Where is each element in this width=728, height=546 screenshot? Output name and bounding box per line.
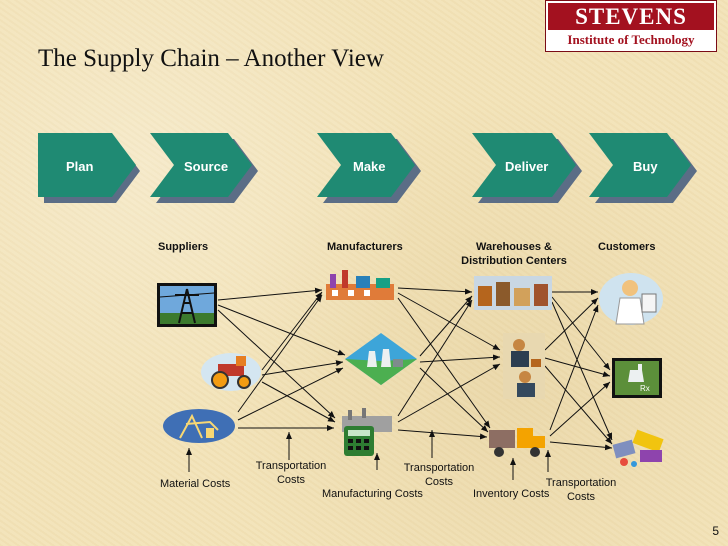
transportation-costs-3-line1: Transportation <box>538 476 624 490</box>
transportation-costs-1-line2: Costs <box>248 473 334 487</box>
pills-icon <box>612 428 670 468</box>
page-number: 5 <box>712 524 719 538</box>
svg-text:Rx: Rx <box>640 384 650 393</box>
warehouse-icon <box>474 276 552 310</box>
calculator-icon <box>336 408 398 456</box>
transportation-costs-2-line2: Costs <box>396 475 482 489</box>
pharmacy-icon: Rx <box>612 358 662 398</box>
transportation-costs-2-label: Transportation Costs <box>396 461 482 489</box>
factory-icon <box>322 268 398 302</box>
material-costs-label: Material Costs <box>160 477 230 491</box>
manufacturing-costs-label: Manufacturing Costs <box>322 487 423 501</box>
transportation-costs-1-label: Transportation Costs <box>248 459 334 487</box>
transportation-costs-3-line2: Costs <box>538 490 624 504</box>
power-tower-icon <box>157 283 217 327</box>
power-plant-icon <box>345 333 417 385</box>
truck-icon <box>487 424 549 458</box>
doctor-icon <box>598 272 664 326</box>
oil-pump-icon <box>162 408 236 444</box>
transportation-costs-3-label: Transportation Costs <box>538 476 624 504</box>
workers-icon <box>503 333 545 399</box>
transportation-costs-1-line1: Transportation <box>248 459 334 473</box>
transportation-costs-2-line1: Transportation <box>396 461 482 475</box>
tractor-icon <box>200 350 262 392</box>
